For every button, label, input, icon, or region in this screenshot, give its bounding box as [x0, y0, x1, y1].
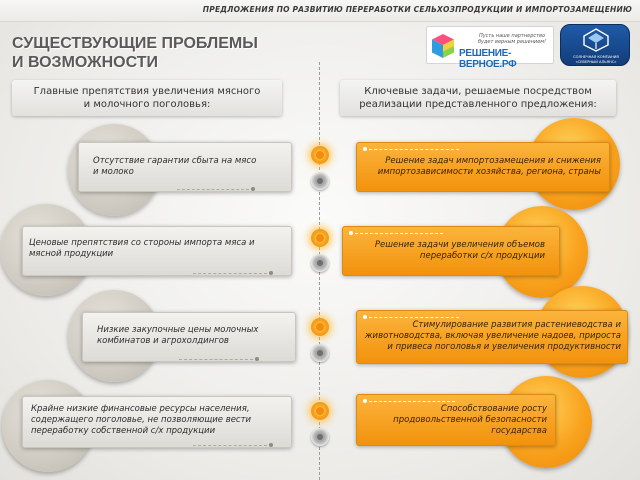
tasks-header-line: Ключевые задачи, решаемые посредством [364, 86, 592, 97]
timeline-node-gray [311, 254, 329, 272]
card-dot [363, 315, 367, 319]
problem-text-line: Отсутствие гарантии сбыта на мясо [93, 156, 257, 166]
card-dash [369, 149, 459, 150]
page-title-line: И ВОЗМОЖНОСТИ [12, 54, 159, 71]
task-text-line: Стимулирование развития растениеводства … [412, 320, 621, 330]
problems-header: Главные препятствия увеличения мясного и… [12, 80, 282, 116]
card-dot [251, 187, 255, 191]
timeline-node-orange [311, 146, 329, 164]
problem-card: Ценовые препятствия со стороны импорта м… [22, 226, 292, 276]
timeline-node-orange [311, 402, 329, 420]
task-text-line: животноводства, включая увеличение надое… [364, 331, 621, 341]
task-card: Способствование росту продовольственной … [356, 394, 556, 446]
timeline-node-orange [311, 318, 329, 336]
card-dash [179, 359, 253, 360]
card-dot [349, 231, 353, 235]
problem-text-line: Ценовые препятствия со стороны импорта м… [29, 238, 255, 248]
task-card: Решение задач импортозамещения и снижени… [356, 142, 610, 192]
task-text-line: продовольственной безопасности [393, 415, 547, 425]
card-dot [363, 399, 367, 403]
card-dash [177, 189, 249, 190]
partner-name: РЕШЕНИЕ-ВЕРНОЕ.РФ [459, 48, 517, 70]
problems-header-line: Главные препятствия увеличения мясного [33, 86, 261, 97]
problem-card: Низкие закупочные цены молочных комбинат… [82, 312, 296, 362]
card-dash [355, 233, 443, 234]
card-dash [193, 273, 267, 274]
card-dot [269, 271, 273, 275]
presentation-topic: ПРЕДЛОЖЕНИЯ ПО РАЗВИТИЮ ПЕРЕРАБОТКИ СЕЛЬ… [202, 5, 632, 14]
task-card: Решение задачи увеличения объемов перера… [342, 226, 560, 276]
problems-header-line: и молочного поголовья: [83, 99, 211, 110]
problem-text-line: Крайне низкие финансовые ресурсы населен… [31, 404, 250, 414]
tasks-header: Ключевые задачи, решаемые посредством ре… [340, 80, 616, 116]
partner-slogan-line: будет верным решением! [477, 39, 547, 45]
problem-text-line: комбинатов и агрохолдингов [97, 336, 229, 346]
partner-slogan: Пусть наше партнерство будет верным реше… [471, 33, 553, 45]
timeline-node-gray [311, 344, 329, 362]
problem-card: Отсутствие гарантии сбыта на мясо и моло… [78, 142, 292, 192]
page-title-line: СУЩЕСТВУЮЩИЕ ПРОБЛЕМЫ [12, 35, 258, 52]
company-emblem: СОЛНЕЧНАЯ КОМПАНИЯ «СЕВЕРНЫЙ АЛЬЯНС» [560, 24, 630, 66]
card-dot [363, 147, 367, 151]
timeline-node-gray [311, 428, 329, 446]
problem-text-line: переработку собственной с/х продукции [31, 426, 216, 436]
task-text-line: Способствование росту [440, 404, 547, 414]
problem-text-line: мясной продукции [29, 249, 114, 259]
problem-text-line: содержащего поголовье, не позволяющие ве… [31, 415, 252, 425]
partner-slogan-line: Пусть наше партнерство [478, 33, 546, 39]
card-dash [369, 317, 459, 318]
top-bar: ПРЕДЛОЖЕНИЯ ПО РАЗВИТИЮ ПЕРЕРАБОТКИ СЕЛЬ… [0, 0, 640, 22]
problem-card: Крайне низкие финансовые ресурсы населен… [22, 396, 292, 448]
task-text-line: Решение задач импортозамещения и снижени… [385, 156, 601, 166]
partner-logo: Пусть наше партнерство будет верным реше… [426, 26, 554, 70]
emblem-text-line: «СЕВЕРНЫЙ АЛЬЯНС» [575, 59, 617, 64]
card-dash [369, 401, 455, 402]
task-text-line: импортозависимости хозяйства, региона, с… [377, 167, 601, 177]
problem-text-line: и молоко [93, 167, 134, 177]
timeline-node-orange [311, 229, 329, 247]
page-title: СУЩЕСТВУЮЩИЕ ПРОБЛЕМЫ И ВОЗМОЖНОСТИ [12, 34, 258, 72]
card-dot [255, 357, 259, 361]
task-text-line: переработки с/х продукции [419, 251, 545, 261]
task-card: Стимулирование развития растениеводства … [356, 310, 628, 364]
task-text-line: и привеса поголовья и увеличения продукт… [387, 342, 621, 352]
task-text-line: государства [491, 426, 547, 436]
problem-text-line: Низкие закупочные цены молочных [97, 325, 259, 335]
emblem-text-line: СОЛНЕЧНАЯ КОМПАНИЯ [573, 55, 619, 59]
task-text-line: Решение задачи увеличения объемов [374, 240, 545, 250]
card-dot [269, 443, 273, 447]
card-dash [193, 445, 267, 446]
tasks-header-line: реализации представленного предложения: [359, 99, 597, 110]
cube-logo-icon [432, 34, 454, 58]
emblem-text: СОЛНЕЧНАЯ КОМПАНИЯ «СЕВЕРНЫЙ АЛЬЯНС» [564, 55, 628, 64]
timeline-node-gray [311, 172, 329, 190]
emblem-icon [583, 28, 609, 52]
